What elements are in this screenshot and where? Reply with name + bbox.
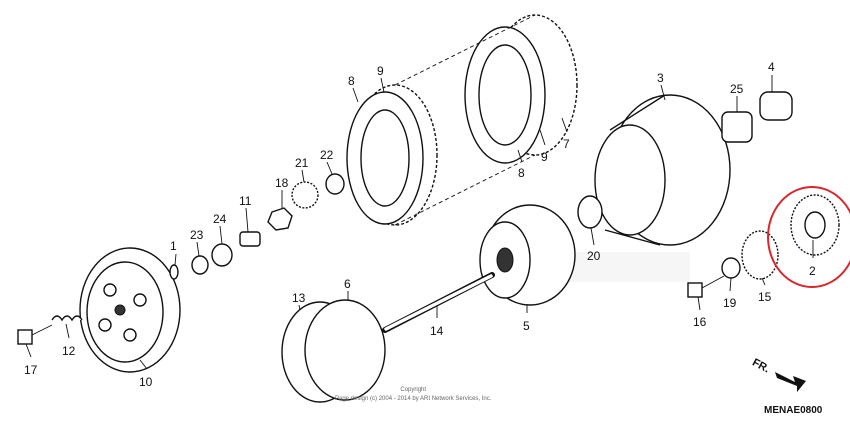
callout-23[interactable]: 23 xyxy=(190,228,204,242)
washer-23[interactable] xyxy=(191,255,209,275)
thrust-washer[interactable] xyxy=(577,195,603,229)
copyright-line-1: Copyright xyxy=(400,387,427,393)
lifter-piece[interactable] xyxy=(239,231,261,247)
copyright-line-2: Page design (c) 2004 - 2014 by ARI Netwo… xyxy=(335,396,492,402)
callout-12[interactable]: 12 xyxy=(62,344,76,358)
callout-1[interactable]: 1 xyxy=(170,239,177,253)
lock-nut[interactable] xyxy=(267,207,293,231)
callout-22[interactable]: 22 xyxy=(320,148,334,162)
copyright: Copyright Page design (c) 2004 - 2014 by… xyxy=(335,386,491,404)
snap-ring[interactable] xyxy=(169,264,179,280)
callout-6[interactable]: 6 xyxy=(344,277,351,291)
pressure-plate[interactable] xyxy=(79,247,181,373)
clutch-outer-housing[interactable] xyxy=(594,94,731,246)
callout-8[interactable]: 8 xyxy=(348,74,355,88)
bolt-16[interactable] xyxy=(687,275,725,298)
callout-3[interactable]: 3 xyxy=(657,71,664,85)
lock-washer[interactable] xyxy=(291,181,319,209)
collar[interactable] xyxy=(759,91,793,121)
clutch-spring[interactable] xyxy=(51,315,83,322)
diagram-code: MENAE0800 xyxy=(764,405,823,416)
bolt-17[interactable] xyxy=(17,324,53,345)
o-ring-6[interactable] xyxy=(304,299,386,401)
oil-pump-drive-gear[interactable] xyxy=(790,194,840,256)
front-arrow-icon xyxy=(775,372,806,392)
washer-22[interactable] xyxy=(325,173,345,195)
callout-19[interactable]: 19 xyxy=(723,296,737,310)
callout-2[interactable]: 2 xyxy=(809,264,816,278)
highlight-circle xyxy=(767,186,850,288)
callout-18[interactable]: 18 xyxy=(275,176,289,190)
callout-24[interactable]: 24 xyxy=(213,212,227,226)
callout-13[interactable]: 13 xyxy=(292,291,306,305)
callout-9[interactable]: 9 xyxy=(377,64,384,78)
callout-17[interactable]: 17 xyxy=(24,363,38,377)
callout-4[interactable]: 4 xyxy=(768,60,775,74)
callout-7[interactable]: 7 xyxy=(563,137,570,151)
needle-bearing[interactable] xyxy=(721,111,753,143)
clutch-center[interactable] xyxy=(479,204,576,306)
gear-15[interactable] xyxy=(741,230,779,280)
callout-8b[interactable]: 8 xyxy=(518,166,525,180)
callout-10[interactable]: 10 xyxy=(139,375,153,389)
callout-25[interactable]: 25 xyxy=(730,82,744,96)
callout-5[interactable]: 5 xyxy=(523,319,530,333)
callout-16[interactable]: 16 xyxy=(693,315,707,329)
callout-14[interactable]: 14 xyxy=(430,324,444,338)
callout-11[interactable]: 11 xyxy=(239,194,252,208)
callout-21[interactable]: 21 xyxy=(295,156,309,170)
callout-15[interactable]: 15 xyxy=(758,290,772,304)
watermark xyxy=(560,252,690,282)
leader-lines xyxy=(25,75,814,370)
clutch-plates-front[interactable] xyxy=(346,84,438,226)
bearing-24[interactable] xyxy=(211,243,233,267)
clutch-plates-rear[interactable] xyxy=(464,14,578,164)
callout-9b[interactable]: 9 xyxy=(541,150,548,164)
washer-19[interactable] xyxy=(721,257,741,279)
callout-20[interactable]: 20 xyxy=(587,249,601,263)
